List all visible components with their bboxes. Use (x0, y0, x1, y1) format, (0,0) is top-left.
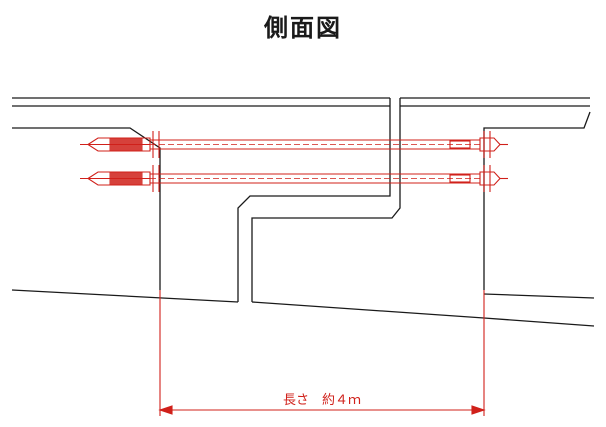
right-anchor-head-2 (479, 171, 501, 186)
left-abutment (12, 127, 161, 290)
length-dimension (158, 290, 486, 416)
pier-outer (237, 98, 391, 302)
ground-middle (251, 301, 485, 319)
ground-right-lower (483, 317, 595, 327)
dimension-label: 長さ 約４ｍ (283, 393, 361, 408)
diagram-title: 側面図 (264, 14, 342, 42)
anchor-rod-1 (80, 131, 508, 158)
ground-right-upper (483, 293, 595, 299)
ground-left (11, 289, 239, 303)
pier-inner (251, 98, 401, 302)
dimension-arrow-right (471, 405, 486, 415)
right-anchor-head-1 (479, 137, 501, 152)
anchor-rod-2 (80, 165, 508, 192)
structure-lines (11, 97, 595, 327)
dimension-arrow-left (158, 405, 173, 415)
right-abutment (483, 111, 591, 290)
